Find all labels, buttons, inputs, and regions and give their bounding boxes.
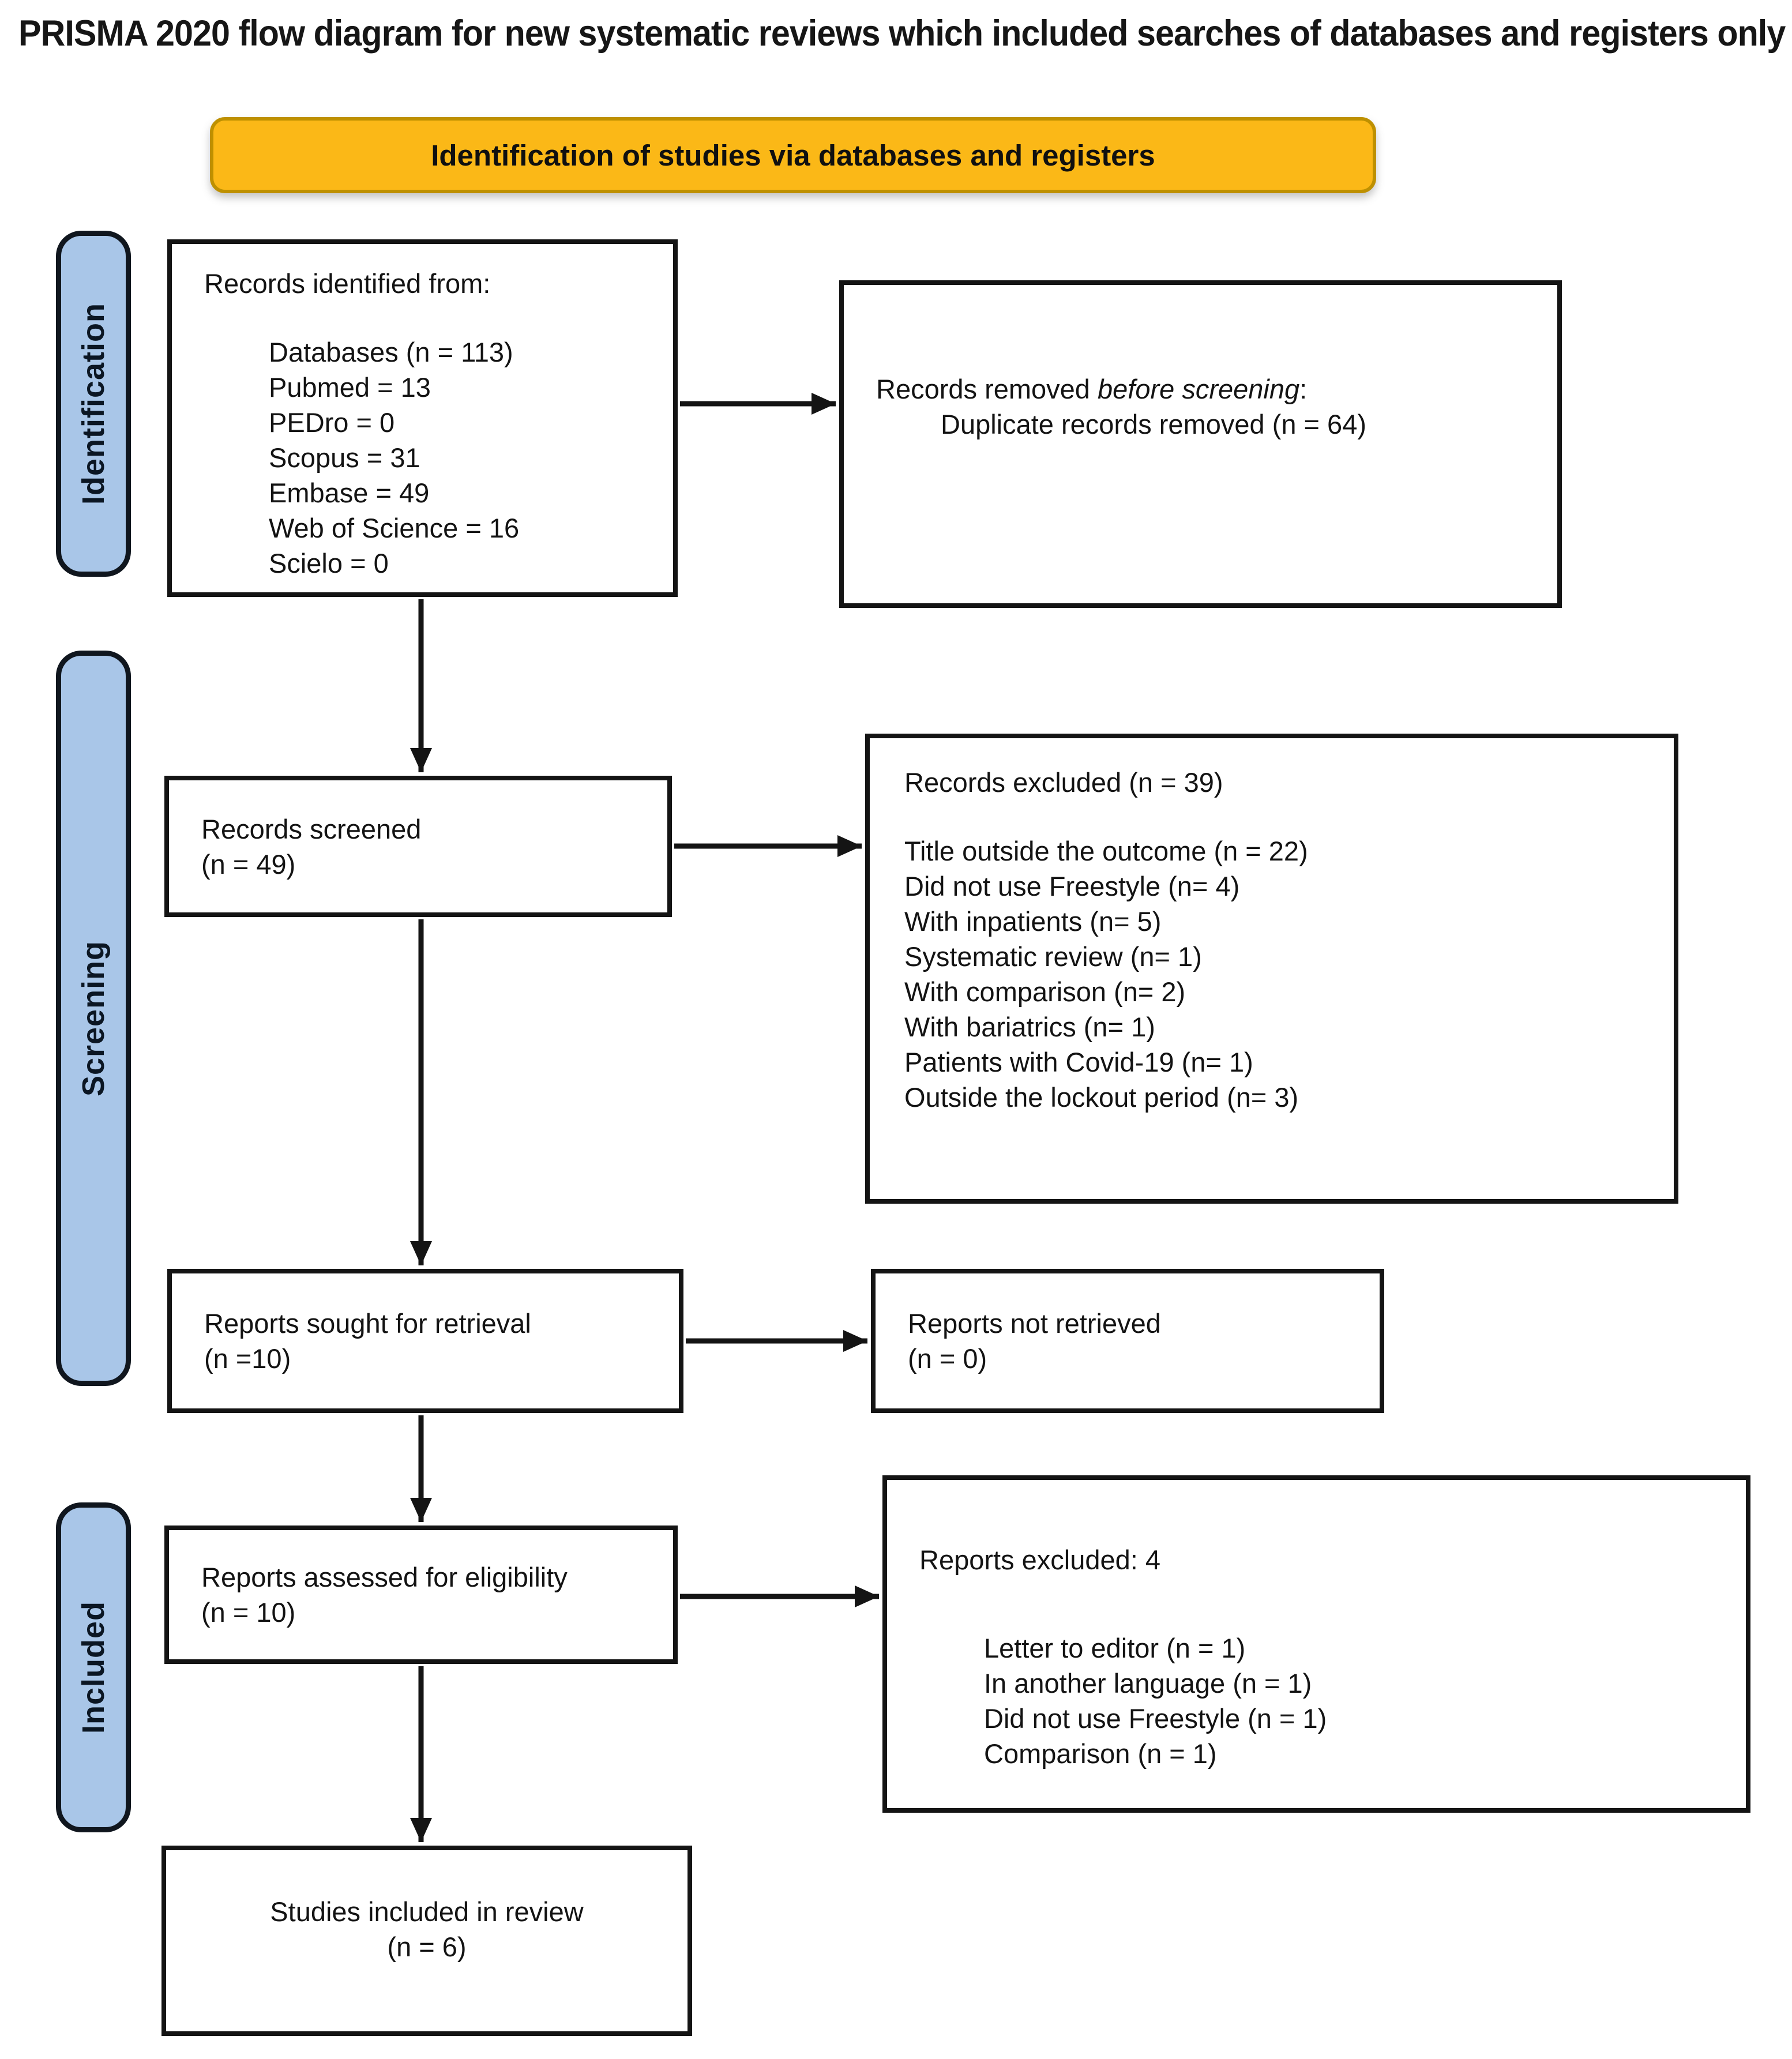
list-item: Scopus = 31 — [269, 442, 420, 473]
list-item: Pubmed = 13 — [269, 372, 431, 403]
list-item: Databases (n = 113) — [269, 337, 513, 367]
reports-assessed-line1: Reports assessed for eligibility — [201, 1562, 568, 1592]
page-title: PRISMA 2020 flow diagram for new systema… — [18, 13, 1786, 54]
stage-label-identification: Identification — [76, 303, 111, 505]
stage-bar-included: Included — [56, 1502, 131, 1832]
reports-excluded-list: Letter to editor (n = 1) In another lang… — [984, 1630, 1723, 1771]
list-item: Systematic review (n= 1) — [904, 941, 1202, 972]
studies-included-line1: Studies included in review — [270, 1896, 584, 1927]
reports-assessed-box: Reports assessed for eligibility (n = 10… — [164, 1526, 678, 1664]
records-excluded-heading: Records excluded (n = 39) — [904, 767, 1223, 798]
list-item: Patients with Covid-19 (n= 1) — [904, 1047, 1253, 1077]
reports-excluded-heading: Reports excluded: 4 — [919, 1545, 1161, 1575]
list-item: Comparison (n = 1) — [984, 1738, 1217, 1769]
banner-label: Identification of studies via databases … — [431, 138, 1155, 172]
records-screened-line1: Records screened — [201, 813, 422, 844]
reports-excluded-box: Reports excluded: 4 Letter to editor (n … — [882, 1475, 1750, 1813]
stage-bar-identification: Identification — [56, 231, 131, 577]
records-identified-box: Records identified from: Databases (n = … — [167, 239, 678, 597]
records-identified-list: Databases (n = 113) Pubmed = 13 PEDro = … — [269, 335, 650, 581]
list-item: Letter to editor (n = 1) — [984, 1633, 1246, 1663]
list-item: Web of Science = 16 — [269, 513, 520, 543]
list-item: With comparison (n= 2) — [904, 976, 1186, 1007]
spacer — [919, 1577, 1723, 1630]
studies-included-count: (n = 6) — [387, 1932, 467, 1962]
records-screened-box: Records screened (n = 49) — [164, 776, 672, 917]
reports-not-retrieved-line1: Reports not retrieved — [908, 1308, 1161, 1339]
stage-label-included: Included — [76, 1600, 111, 1734]
list-item: With bariatrics (n= 1) — [904, 1012, 1155, 1042]
records-excluded-box: Records excluded (n = 39) Title outside … — [865, 734, 1678, 1204]
list-item: Title outside the outcome (n = 22) — [904, 836, 1308, 866]
records-removed-detail: Duplicate records removed (n = 64) — [941, 409, 1366, 439]
stage-label-screening: Screening — [76, 940, 111, 1096]
studies-included-box: Studies included in review (n = 6) — [161, 1846, 692, 2036]
banner-identification-of-studies: Identification of studies via databases … — [210, 117, 1376, 193]
reports-assessed-count: (n = 10) — [201, 1597, 296, 1628]
reports-sought-line1: Reports sought for retrieval — [204, 1308, 531, 1339]
reports-sought-box: Reports sought for retrieval (n =10) — [167, 1269, 683, 1413]
list-item: Scielo = 0 — [269, 548, 389, 578]
list-item: PEDro = 0 — [269, 407, 395, 438]
reports-sought-count: (n =10) — [204, 1343, 291, 1374]
list-item: In another language (n = 1) — [984, 1668, 1312, 1699]
stage-bar-screening: Screening — [56, 651, 131, 1386]
spacer — [904, 800, 1651, 833]
list-item: With inpatients (n= 5) — [904, 906, 1162, 937]
list-item: Did not use Freestyle (n= 4) — [904, 871, 1240, 901]
reports-not-retrieved-count: (n = 0) — [908, 1343, 987, 1374]
list-item: Embase = 49 — [269, 478, 430, 508]
list-item: Outside the lockout period (n= 3) — [904, 1082, 1299, 1113]
records-screened-count: (n = 49) — [201, 848, 296, 880]
reports-not-retrieved-box: Reports not retrieved (n = 0) — [871, 1269, 1384, 1413]
list-item: Did not use Freestyle (n = 1) — [984, 1703, 1327, 1734]
spacer — [204, 301, 650, 335]
records-removed-box: Records removed before screening: Duplic… — [839, 280, 1562, 608]
records-removed-heading: Records removed before screening: — [876, 374, 1308, 404]
records-excluded-list: Title outside the outcome (n = 22) Did n… — [904, 833, 1651, 1115]
records-identified-heading: Records identified from: — [204, 268, 491, 299]
